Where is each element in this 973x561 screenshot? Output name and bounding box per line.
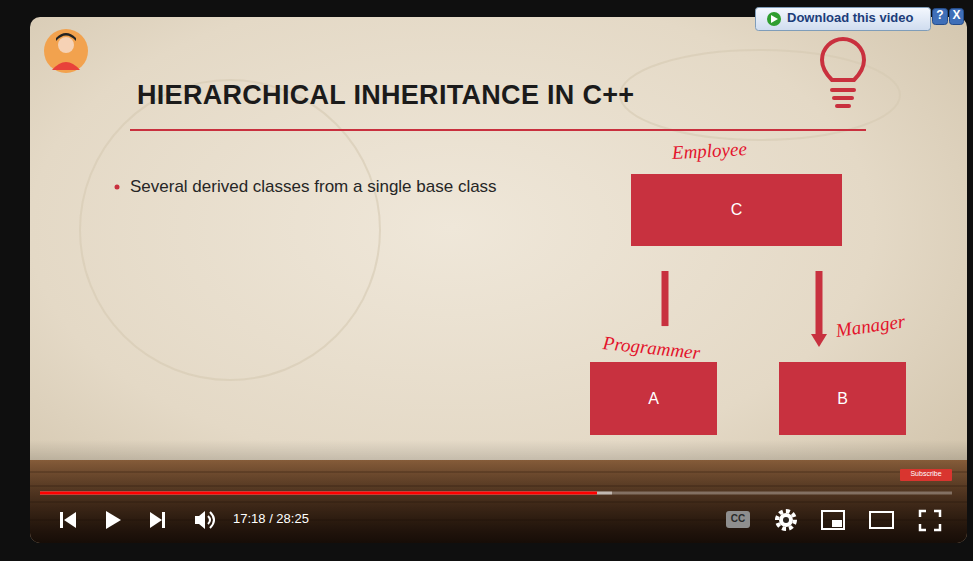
cc-icon bbox=[726, 511, 750, 528]
avatar-circle bbox=[44, 29, 88, 73]
avatar-shirt bbox=[52, 62, 80, 70]
next-icon bbox=[162, 512, 165, 528]
bulb-line bbox=[834, 96, 852, 100]
parchment-ground bbox=[30, 17, 967, 543]
class-box: ProgrammerA bbox=[590, 362, 717, 435]
handwritten-label: Employee bbox=[671, 138, 747, 164]
slide-title: HIERARCHICAL INHERITANCE IN C++ bbox=[137, 80, 634, 111]
controls-shade bbox=[30, 440, 967, 543]
class-box: ManagerB bbox=[779, 362, 906, 435]
class-box: EmployeeC bbox=[631, 174, 842, 246]
help-button bbox=[933, 9, 948, 25]
theater-icon bbox=[870, 512, 893, 528]
cc-text: CC bbox=[726, 513, 750, 525]
avatar-hair bbox=[56, 33, 76, 41]
handwritten-label: Programmer bbox=[602, 332, 701, 364]
avatar-face bbox=[58, 37, 74, 53]
gear-hole bbox=[783, 517, 789, 523]
progress-loaded bbox=[40, 492, 612, 495]
arrow-shaft bbox=[816, 271, 823, 335]
subscribe-text: Subscribe bbox=[901, 470, 951, 478]
bulb-outline bbox=[822, 39, 864, 80]
bullet-text: Several derived classes from a single ba… bbox=[130, 177, 497, 197]
fullscreen-icon bbox=[920, 511, 940, 530]
inheritance-arrow bbox=[811, 271, 827, 347]
presenter-avatar bbox=[44, 29, 88, 73]
download-play-icon bbox=[767, 12, 781, 26]
class-name: C bbox=[731, 201, 743, 219]
gear-icon bbox=[779, 513, 793, 527]
prev-icon bbox=[64, 512, 76, 528]
inheritance-arrow bbox=[665, 271, 666, 326]
bulb-line bbox=[837, 104, 849, 108]
download-play-arrow bbox=[771, 15, 778, 23]
bullet-dot bbox=[115, 185, 120, 190]
miniplayer-icon bbox=[822, 511, 844, 529]
video-frame bbox=[30, 17, 967, 543]
close-button bbox=[950, 9, 964, 25]
prev-icon bbox=[60, 512, 63, 528]
volume-wave bbox=[208, 516, 210, 524]
volume-wave bbox=[210, 512, 214, 528]
title-underline bbox=[130, 129, 866, 131]
progress-bar bbox=[40, 493, 952, 494]
download-text: Download this video bbox=[787, 11, 913, 26]
close-text: X bbox=[950, 9, 963, 23]
play-icon bbox=[106, 511, 121, 529]
faint-airship bbox=[620, 50, 900, 140]
progress-played bbox=[40, 492, 597, 495]
volume-icon bbox=[195, 511, 205, 529]
download-button bbox=[756, 8, 931, 31]
arrow-shaft bbox=[662, 271, 669, 326]
subscribe-badge bbox=[900, 469, 952, 481]
arrow-head bbox=[811, 334, 827, 347]
miniplayer-inner bbox=[832, 520, 842, 527]
bulb-line bbox=[832, 88, 854, 92]
time-display: 17:18 / 28:25 bbox=[233, 512, 309, 527]
gear-teeth bbox=[777, 511, 795, 529]
help-text: ? bbox=[933, 9, 947, 23]
handwritten-label: Manager bbox=[834, 310, 906, 341]
class-name: B bbox=[837, 390, 848, 408]
class-name: A bbox=[648, 390, 659, 408]
download-extension bbox=[756, 8, 964, 31]
player-controls bbox=[60, 511, 940, 530]
lightbulb-icon bbox=[822, 39, 864, 106]
next-icon bbox=[150, 512, 162, 528]
progress-track bbox=[40, 492, 952, 495]
faint-globe bbox=[80, 80, 380, 380]
